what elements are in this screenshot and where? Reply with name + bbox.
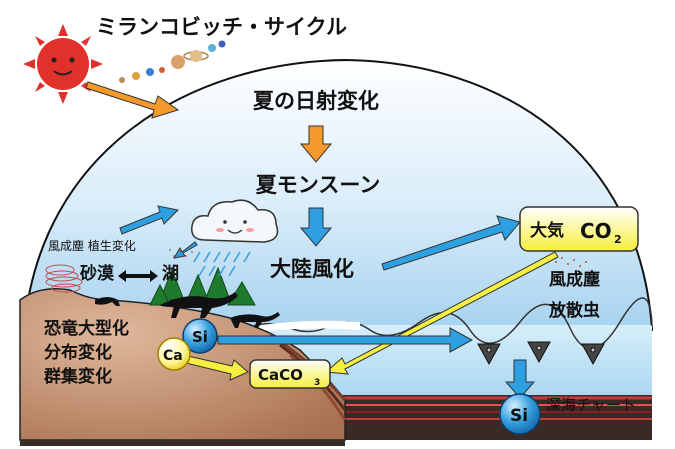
arrow-cloud-to-land xyxy=(173,241,198,259)
label-dino-distribution: 分布変化 xyxy=(44,342,112,363)
label-caco3: CaCO xyxy=(258,366,303,384)
co2-box xyxy=(519,206,639,252)
si-circle xyxy=(182,318,218,354)
arrow-to-co2 xyxy=(381,215,521,271)
arrow-to-cloud xyxy=(119,205,180,235)
label-dino-community: 群集変化 xyxy=(44,366,112,387)
arrow-down-blue xyxy=(299,207,333,247)
label-si: Si xyxy=(192,328,208,346)
label-deep-sea-chert: 深海チャート xyxy=(546,396,636,414)
label-dino-size: 恐竜大型化 xyxy=(44,318,129,339)
arrow-ca-to-caco3 xyxy=(185,355,249,381)
label-dust-vegetation: 風成塵 植生変化 xyxy=(48,238,136,253)
dinosaur-icon xyxy=(95,292,280,328)
cloud-icon xyxy=(191,199,279,243)
label-dust-right: 風成塵 xyxy=(549,269,600,290)
rain-icon xyxy=(193,251,251,277)
label-desert: 砂漠 xyxy=(80,263,115,284)
label-co2: CO xyxy=(580,219,612,243)
label-ca: Ca xyxy=(163,348,183,364)
si-circle-deep xyxy=(499,393,541,435)
dust-dots-cloud xyxy=(169,249,193,257)
step-weathering: 大陸風化 xyxy=(270,257,354,281)
title: ミランコビッチ・サイクル xyxy=(96,15,347,39)
ice-sheet xyxy=(250,320,360,333)
sky-dome xyxy=(22,58,654,331)
label-si-deep: Si xyxy=(510,406,528,426)
arrow-to-chert xyxy=(504,359,536,399)
arrow-si-to-ocean xyxy=(217,327,474,353)
insolation-arrow xyxy=(85,81,180,119)
step-monsoon: 夏モンスーン xyxy=(256,173,381,197)
desert-lake-arrow xyxy=(118,270,158,282)
chert-layers xyxy=(340,395,652,440)
planets-icon xyxy=(119,40,226,83)
dust-swirls-left xyxy=(45,264,83,293)
dust-dots-right xyxy=(555,257,587,267)
label-caco3-sub: 3 xyxy=(314,378,320,388)
label-radiolaria: 放散虫 xyxy=(548,300,600,321)
radiolaria-icon xyxy=(477,341,605,366)
ca-circle xyxy=(157,337,191,371)
step-insolation: 夏の日射変化 xyxy=(253,89,379,113)
label-co2-sub: 2 xyxy=(614,233,622,246)
label-atmosphere: 大気 xyxy=(530,220,564,241)
arrow-down-orange xyxy=(299,125,333,163)
caco3-box xyxy=(249,359,331,389)
label-lake: 湖 xyxy=(162,264,179,284)
sun-icon xyxy=(23,24,103,104)
